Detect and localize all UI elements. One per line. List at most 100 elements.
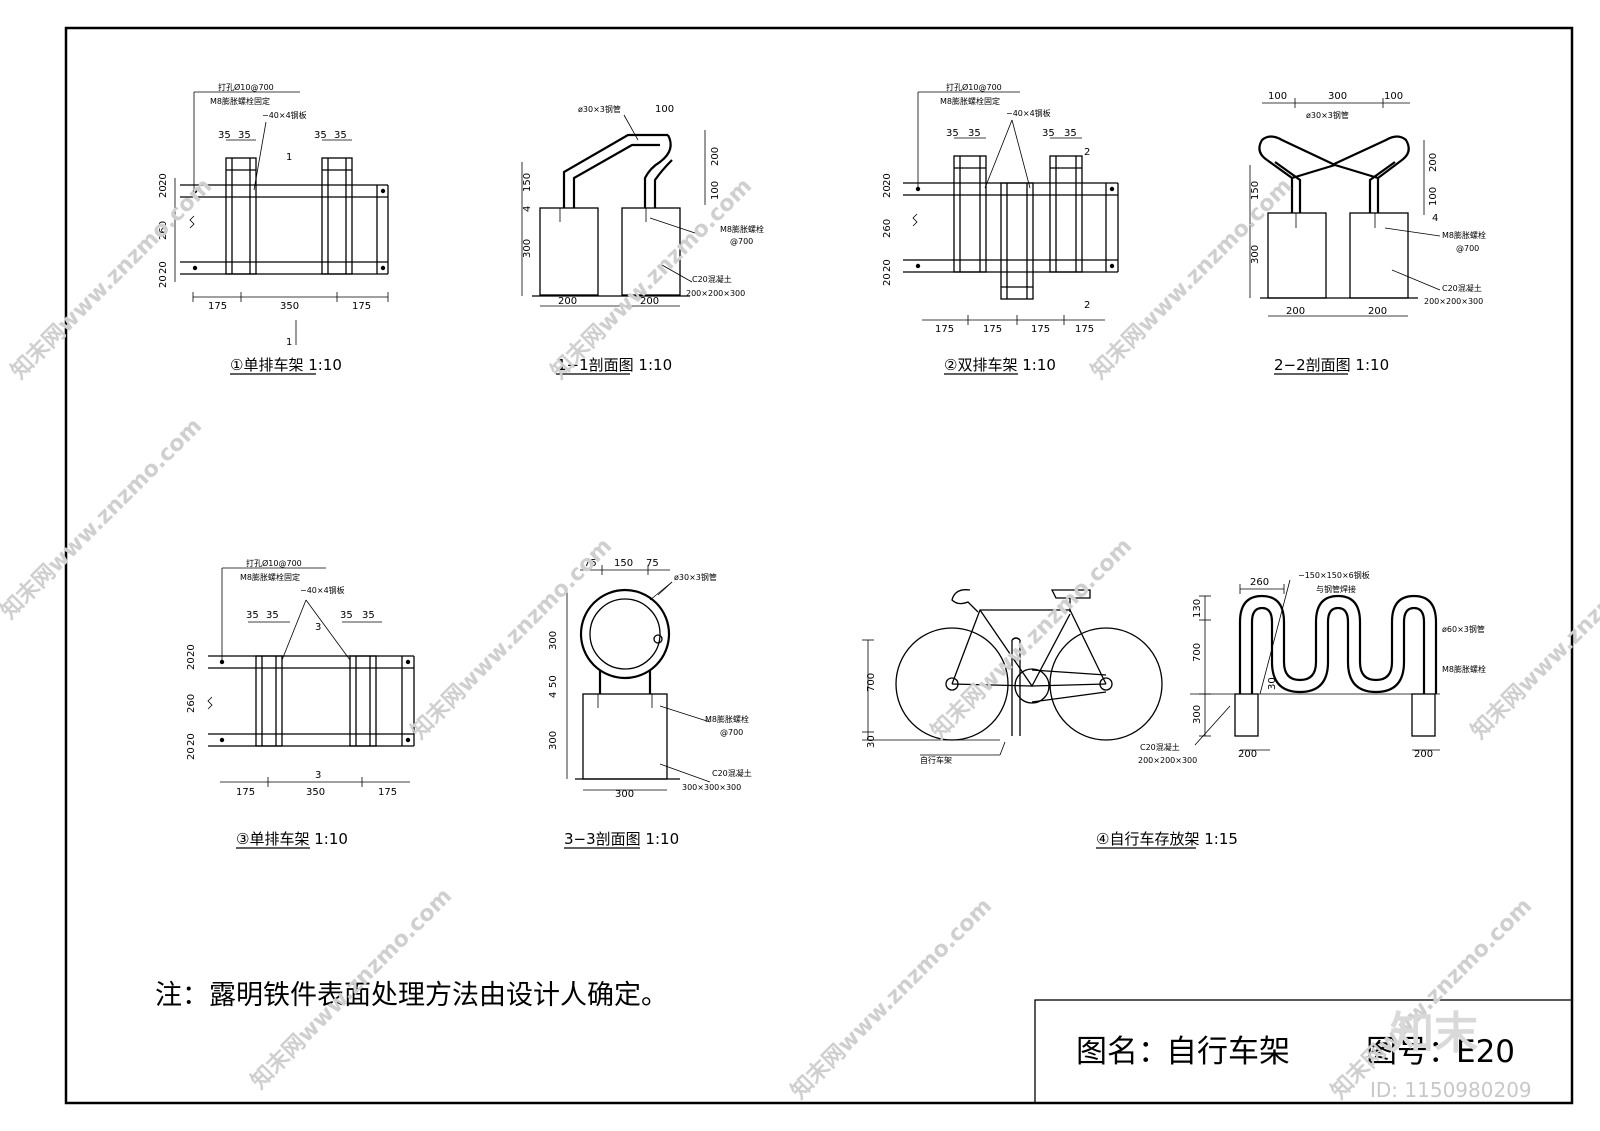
d5-dim-top-4: 35 [362, 610, 375, 621]
d6-dim-left-1: 300 [548, 631, 559, 650]
d2-dim-right-1: 200 [710, 147, 721, 166]
d5-dim-top-1: 35 [246, 610, 259, 621]
d6-pipe-label: ø30×3钢管 [674, 572, 717, 582]
d1-dim-left-1: 20 [158, 173, 169, 186]
d5-bolt-note: M8膨胀螺栓固定 [240, 572, 300, 582]
d1-dim-left-2: 20 [158, 185, 169, 198]
double-row-rack-plan [903, 91, 1119, 375]
d5-dim-top-3: 35 [340, 610, 353, 621]
d2-caption: 1−1剖面图 1:10 [557, 356, 672, 374]
d7-dim-bottom-1: 200 [1238, 749, 1257, 760]
d4-dim-top-3: 100 [1384, 91, 1403, 102]
drawing-number-label: 图号： [1366, 1034, 1459, 1070]
drawing-frame [64, 26, 1574, 1105]
d6-dim-left-2: 4 [548, 692, 559, 698]
watermark-7: 知末网www.znzmo.com [1466, 533, 1600, 744]
d6-dim-left-4: 300 [548, 731, 559, 750]
general-note: 注：露明铁件表面处理方法由设计人确定。 [155, 980, 668, 1011]
d4-dim-left-1: 150 [1250, 181, 1261, 200]
d5-dim-left-5: 20 [186, 747, 197, 760]
watermark-4: 知末网www.znzmo.com [0, 413, 207, 624]
d3-dim-bottom-2: 175 [983, 324, 1002, 335]
d3-dim-top-1: 35 [946, 128, 959, 139]
d4-bolt-spacing: @700 [1456, 244, 1479, 253]
d5-dim-bottom-2: 350 [306, 787, 325, 798]
d4-concrete-label: C20混凝土 [1442, 283, 1482, 293]
d4-dim-bottom-2: 200 [1368, 306, 1387, 317]
d1-dim-top-3: 35 [314, 130, 327, 141]
d1-dim-top-1: 35 [218, 130, 231, 141]
d7-dim-right-130: 130 [1192, 599, 1203, 618]
d1-dim-left-3: 260 [158, 221, 169, 240]
watermark-10: 知末网www.znzmo.com [1326, 893, 1537, 1104]
d3-dim-bottom-3: 175 [1031, 324, 1050, 335]
d7-dim-left-700: 700 [866, 673, 877, 692]
image-id: ID: 1150980209 [1370, 1078, 1532, 1102]
d4-dim-right-2: 100 [1428, 187, 1439, 206]
d2-concrete-label: C20混凝土 [692, 274, 732, 284]
d7-caption: ④自行车存放架 1:15 [1096, 830, 1238, 848]
d1-plate-label: −40×4钢板 [262, 110, 307, 120]
section-3-3 [564, 565, 711, 849]
d7-concrete-label: C20混凝土 [1140, 742, 1180, 752]
d1-dim-left-4: 20 [158, 261, 169, 274]
d6-dim-top-1: 75 [584, 558, 597, 569]
d5-dim-left-2: 20 [186, 657, 197, 670]
d5-dim-bottom-1: 175 [236, 787, 255, 798]
d5-hole-note: 打孔Ø10@700 [246, 558, 302, 568]
d3-hole-note: 打孔Ø10@700 [946, 82, 1002, 92]
d3-dim-left-1: 20 [882, 173, 893, 186]
section-1-1 [521, 114, 706, 375]
d4-dim-bottom-1: 200 [1286, 306, 1305, 317]
d6-dim-bottom-1: 300 [615, 789, 634, 800]
d4-caption: 2−2剖面图 1:10 [1274, 356, 1389, 374]
d2-dim-right-2: 100 [710, 181, 721, 200]
d5-dim-left-4: 20 [186, 733, 197, 746]
d1-section-mark-top: 1 [286, 152, 292, 163]
drawing-name: 自行车架 [1166, 1034, 1290, 1070]
watermark-1: 知末网www.znzmo.com [6, 173, 217, 384]
d4-dim-right-1: 200 [1428, 153, 1439, 172]
d3-dim-top-3: 35 [1042, 128, 1055, 139]
d3-section-mark-bottom: 2 [1084, 300, 1090, 311]
d4-dim-right-3: 4 [1432, 213, 1438, 224]
d7-dim-right-30: 30 [1267, 677, 1278, 690]
d5-dim-top-2: 35 [266, 610, 279, 621]
d1-dim-bottom-1: 175 [208, 301, 227, 312]
d2-dim-left-3: 300 [522, 239, 533, 258]
d1-dim-bottom-3: 175 [352, 301, 371, 312]
d7-plate-label: −150×150×6钢板 [1298, 570, 1370, 580]
single-row-rack-plan-1 [174, 91, 389, 375]
d4-dim-top-2: 300 [1328, 91, 1347, 102]
d6-caption: 3−3剖面图 1:10 [564, 830, 679, 848]
d7-bolt-label: M8膨胀螺栓 [1442, 664, 1486, 674]
d7-bike-rack-label: 自行车架 [920, 755, 952, 765]
brand-watermark: 知末 [1390, 1008, 1478, 1059]
d7-plate-note: 与钢管焊接 [1316, 584, 1356, 594]
d2-dim-left-2: 4 [522, 206, 533, 212]
d1-dim-top-2: 35 [238, 130, 251, 141]
d2-concrete-size: 200×200×300 [686, 289, 745, 298]
watermark-6: 知末网www.znzmo.com [926, 533, 1137, 744]
d3-dim-left-5: 20 [882, 273, 893, 286]
d7-dim-left-30: 30 [866, 735, 877, 748]
d4-dim-left-2: 300 [1250, 245, 1261, 264]
d4-bolt-label: M8膨胀螺栓 [1442, 230, 1486, 240]
d1-dim-bottom-2: 350 [280, 301, 299, 312]
d1-dim-left-5: 20 [158, 275, 169, 288]
serpentine-rack-elevation [1096, 579, 1440, 849]
d6-dim-top-3: 75 [646, 558, 659, 569]
d2-bolt-spacing: @700 [730, 237, 753, 246]
d4-pipe-label: ø30×3钢管 [1306, 110, 1349, 120]
bicycle-elevation [862, 589, 1163, 756]
d5-plate-label: −40×4钢板 [300, 585, 345, 595]
d7-dim-right-300: 300 [1192, 705, 1203, 724]
d4-dim-top-1: 100 [1268, 91, 1287, 102]
d5-section-mark-top: 3 [315, 622, 321, 633]
d3-dim-bottom-1: 175 [935, 324, 954, 335]
d5-caption: ③单排车架 1:10 [236, 830, 348, 848]
section-2-2 [1249, 98, 1441, 375]
d6-dim-top-2: 150 [614, 558, 633, 569]
drawing-name-label: 图名： [1076, 1034, 1169, 1070]
